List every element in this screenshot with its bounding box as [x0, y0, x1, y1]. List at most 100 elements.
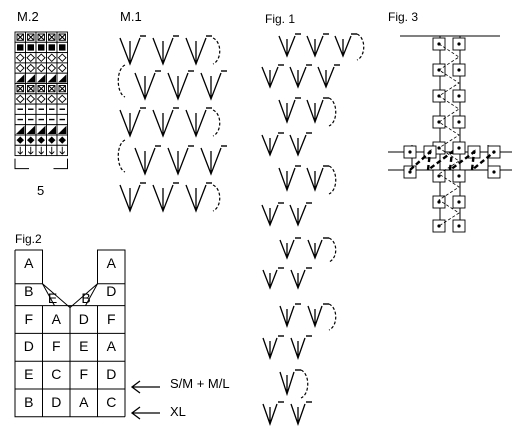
arrow-left-icon	[130, 406, 160, 420]
fig1-stitch	[306, 99, 324, 124]
down-arrow-icon	[17, 146, 24, 155]
fig1-stitch	[290, 269, 306, 290]
fig1-stitch	[262, 269, 278, 290]
m1-stitch	[167, 72, 189, 101]
diamond-outline-icon	[26, 94, 36, 104]
fig3-zigzag-bold	[409, 148, 495, 173]
diamond-outline-icon	[26, 63, 36, 73]
arrow-label-sm-ml: S/M + M/L	[170, 376, 230, 391]
fig1-label: Fig. 1	[265, 12, 296, 26]
cross-icon	[58, 85, 66, 93]
cross-icon	[27, 85, 35, 93]
fig3-marker-dot	[457, 42, 461, 46]
cross-box-icon	[37, 85, 45, 93]
fig2-cell-letter: D	[106, 282, 117, 299]
arrow-label-xl: XL	[170, 404, 186, 419]
fig1-stitch	[278, 35, 296, 58]
diamond-outline-icon	[15, 94, 25, 104]
m1-turning-chain	[212, 109, 221, 137]
fig2-cell-letter: D	[78, 310, 89, 327]
diamond-outline-icon	[57, 53, 67, 63]
diamond-outline-icon	[36, 53, 46, 63]
m1-stitch	[185, 184, 207, 213]
cross-box-icon	[27, 85, 35, 93]
filled-triangle-icon	[37, 125, 46, 134]
fig2-cell-letter: E	[24, 366, 34, 383]
fig1-stitch	[261, 66, 279, 89]
cross-icon	[27, 33, 35, 41]
m2-repeat-label: 5	[37, 183, 45, 198]
m1-stitch	[119, 37, 141, 66]
filled-triangle-icon	[47, 74, 56, 83]
m2-repeat-bracket	[14, 158, 68, 170]
cross-icon	[16, 85, 24, 93]
fig3-marker-dot	[457, 174, 461, 178]
arrow-left-icon	[130, 380, 160, 394]
down-arrow-icon	[59, 146, 66, 155]
cross-box-icon	[27, 33, 35, 41]
m1-stitch	[152, 109, 174, 138]
fig1-stitch	[290, 403, 306, 426]
fig1-stitch	[261, 134, 279, 157]
fig1-stitch	[261, 204, 279, 227]
cross-box-icon	[58, 85, 66, 93]
fig1-stitch	[289, 66, 307, 89]
m1-stitch	[134, 147, 156, 176]
fig1-turning-chain	[356, 33, 365, 61]
filled-triangle-icon	[16, 74, 25, 83]
fig2-cell-letter: E	[47, 289, 58, 306]
filled-diamond-icon	[48, 136, 56, 144]
filled-triangle-icon	[58, 125, 67, 134]
fig2-cell-letter: E	[79, 338, 89, 355]
fig2-cell-letter: D	[51, 394, 62, 410]
cross-icon	[48, 33, 56, 41]
fig3-marker-dot	[437, 174, 441, 178]
fig1-stitch	[289, 204, 307, 227]
m1-stitch	[185, 37, 207, 66]
fig3-marker-dot	[492, 170, 496, 174]
filled-diamond-icon	[16, 136, 24, 144]
diamond-outline-icon	[57, 63, 67, 73]
cross-icon	[37, 85, 45, 93]
fig1-stitch	[307, 305, 323, 328]
fig2-cell-letter: C	[51, 366, 62, 383]
fig2-cell-letter: A	[106, 338, 116, 355]
fig2-outline	[15, 249, 43, 284]
fig2-cell-letter: F	[106, 310, 116, 327]
fig3-marker-dot	[457, 200, 461, 204]
m1-turning-chain	[117, 139, 126, 173]
fig1-turning-chain	[328, 303, 337, 331]
m1-stitch	[167, 147, 189, 176]
fig3-marker-dot	[457, 68, 461, 72]
fig1-stitch	[306, 167, 324, 192]
diamond-outline-icon	[15, 53, 25, 63]
fig3-marker-dot	[408, 150, 412, 154]
diamond-outline-icon	[26, 53, 36, 63]
fig1-stitch	[279, 371, 295, 397]
filled-triangle-icon	[26, 74, 35, 83]
fig1-turning-chain	[328, 97, 337, 127]
m1-stitch	[119, 184, 141, 213]
diamond-outline-icon	[36, 63, 46, 73]
filled-triangle-icon	[58, 74, 67, 83]
down-arrow-icon	[38, 146, 45, 155]
filled-triangle-icon	[16, 125, 25, 134]
diamond-outline-icon	[57, 94, 67, 104]
fig1-stitch	[262, 403, 278, 426]
m1-turning-chain	[117, 64, 126, 98]
cross-icon	[37, 33, 45, 41]
cross-box-icon	[37, 33, 45, 41]
fig1-stitch	[317, 66, 335, 89]
m1-stitch	[152, 184, 174, 213]
filled-triangle-icon	[37, 74, 46, 83]
fig2-cell-letter: A	[79, 394, 89, 410]
filled-triangle-icon	[47, 125, 56, 134]
cross-box-icon	[16, 85, 24, 93]
fig1-stitch	[289, 134, 307, 157]
cross-icon	[58, 33, 66, 41]
fig1-turning-chain	[328, 165, 337, 195]
fig3-marker-dot	[457, 224, 461, 228]
fig1-stitch	[278, 99, 296, 124]
fig2-cell-letter: C	[106, 394, 117, 410]
